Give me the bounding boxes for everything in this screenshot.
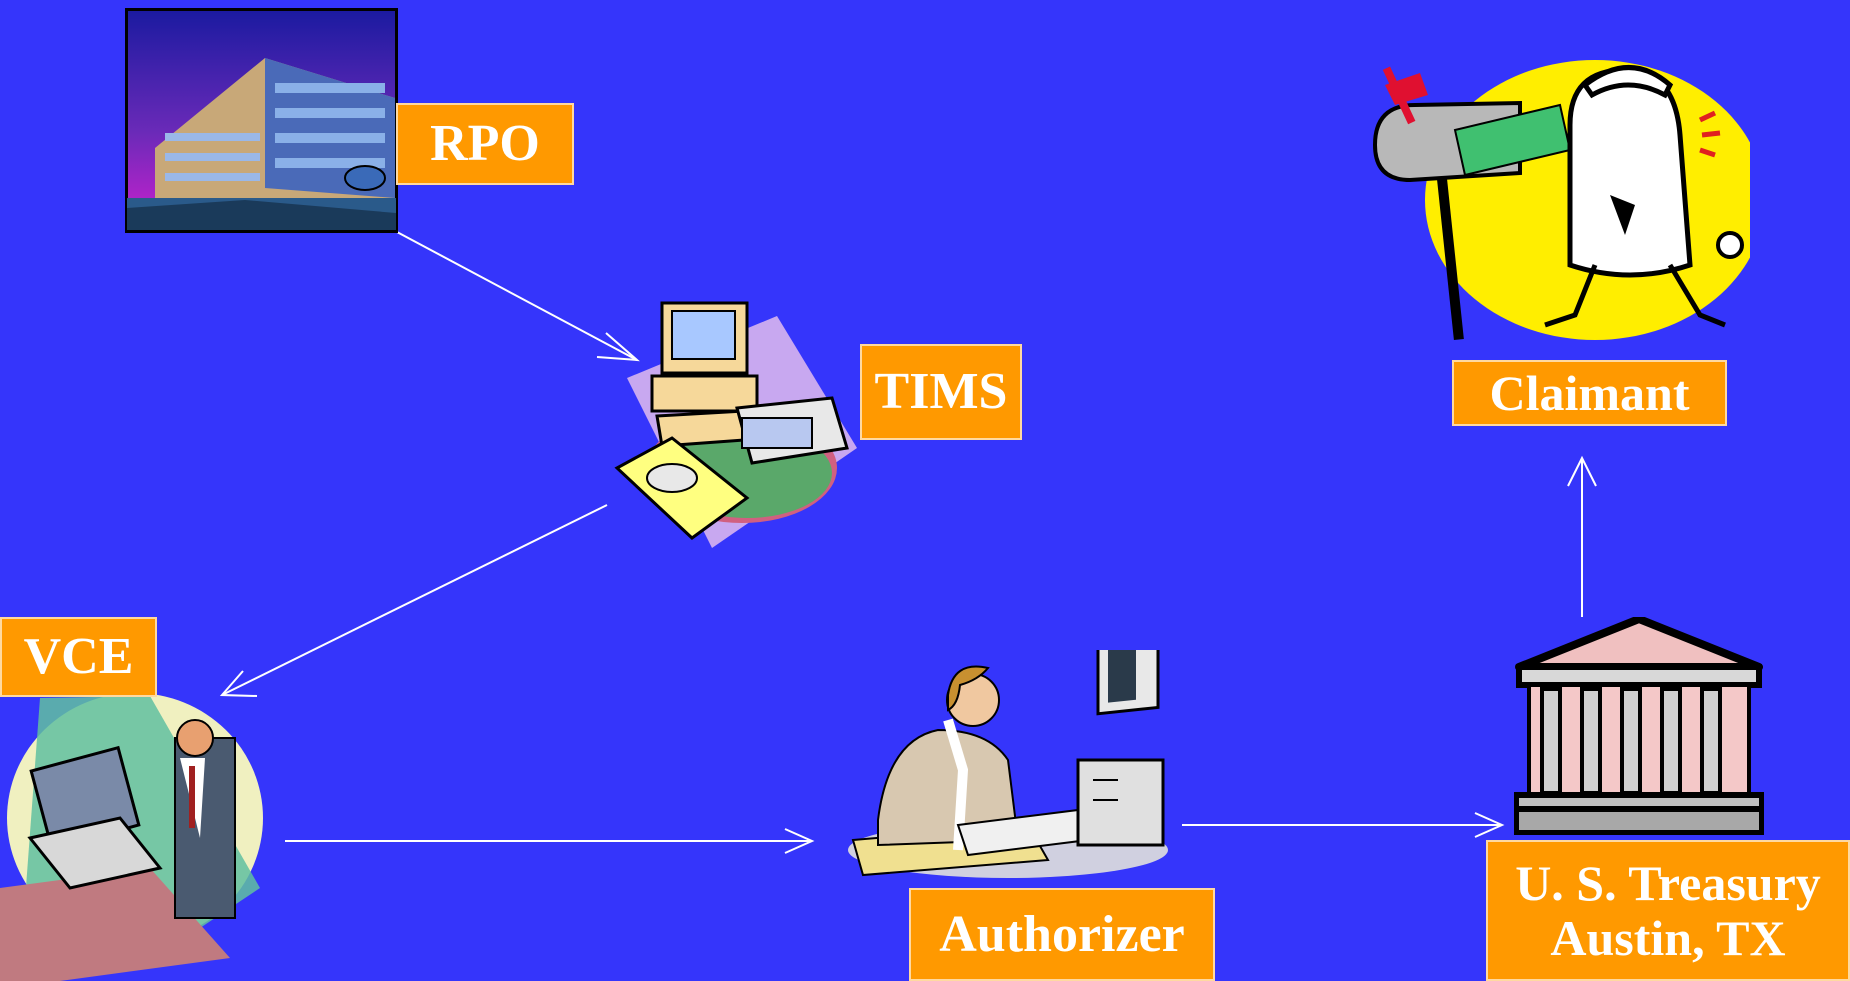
arrow-tims-to-vce bbox=[219, 504, 608, 697]
operator-at-computer-icon bbox=[0, 693, 263, 981]
office-building-icon bbox=[125, 8, 398, 233]
claimant-label: Claimant bbox=[1452, 360, 1727, 426]
arrow-authorizer-to-treasury bbox=[1182, 812, 1505, 838]
treasury-label: U. S. Treasury Austin, TX bbox=[1486, 840, 1850, 981]
woman-at-desk-computer-icon bbox=[848, 650, 1168, 878]
computer-workstation-icon bbox=[614, 301, 857, 548]
arrow-treasury-to-claimant bbox=[1567, 455, 1597, 617]
treasury-label-line1: U. S. Treasury bbox=[1515, 854, 1821, 911]
treasury-label-line2: Austin, TX bbox=[1550, 909, 1786, 966]
rpo-label: RPO bbox=[396, 103, 574, 185]
authorizer-label: Authorizer bbox=[909, 888, 1215, 981]
government-building-icon bbox=[1514, 617, 1764, 835]
man-with-mailbox-money-icon bbox=[1372, 60, 1750, 341]
tims-label: TIMS bbox=[860, 344, 1022, 440]
arrow-rpo-to-tims bbox=[396, 231, 640, 362]
vce-label: VCE bbox=[0, 617, 157, 697]
arrow-vce-to-authorizer bbox=[285, 828, 815, 854]
